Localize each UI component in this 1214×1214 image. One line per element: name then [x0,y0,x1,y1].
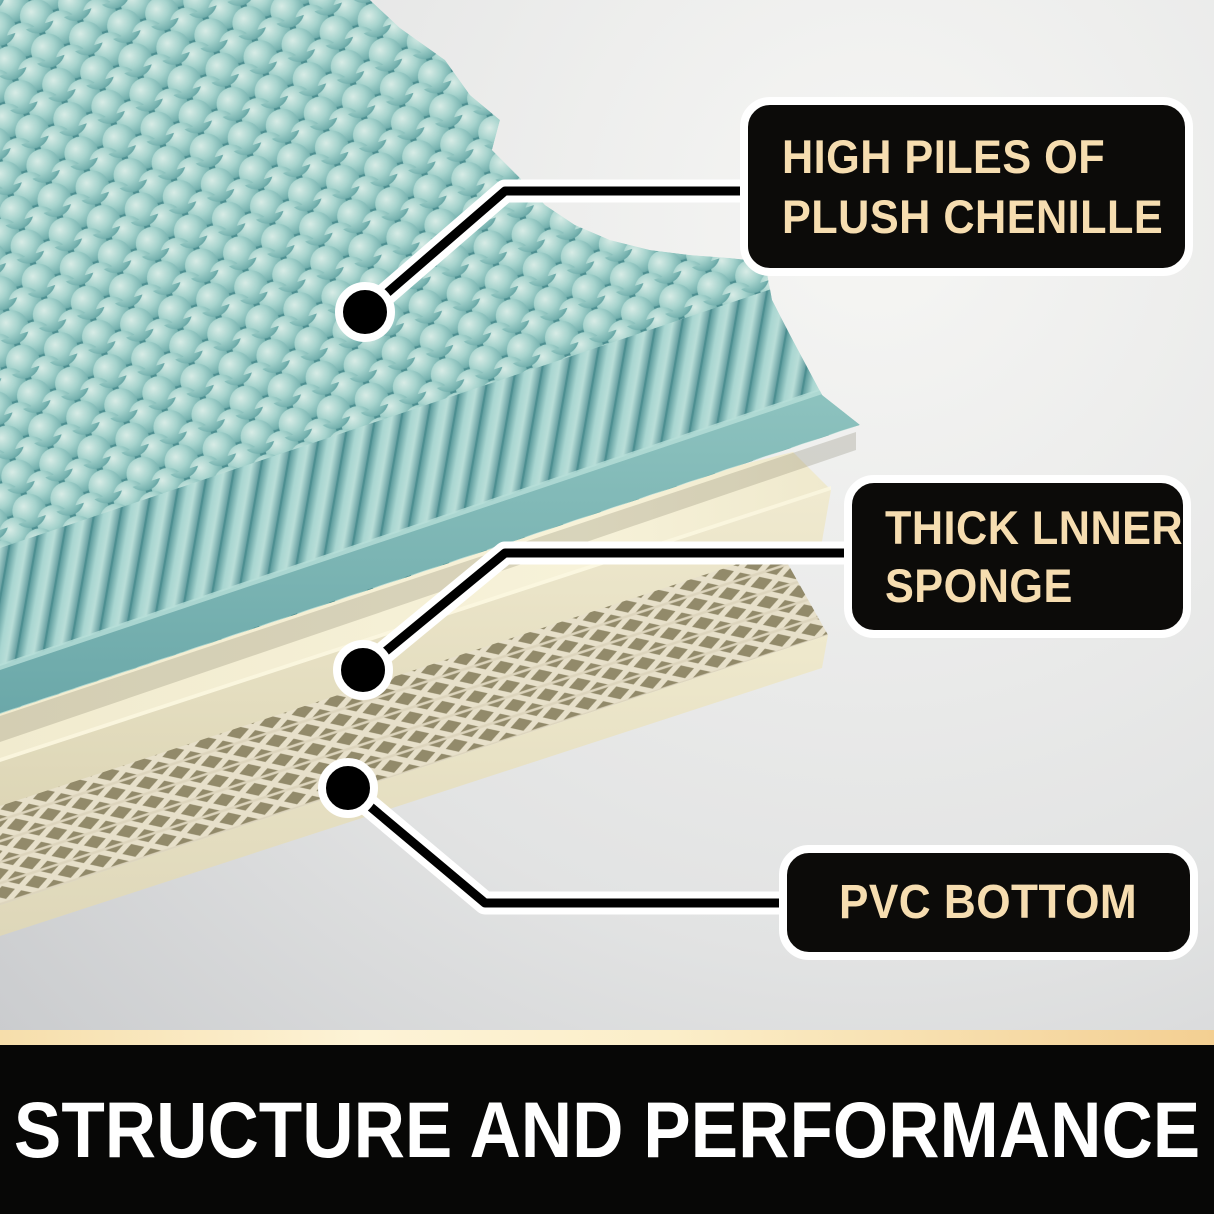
pvc-mesh-surface [0,550,828,905]
callout-sponge-label-line-1: THICK LNNER [885,500,1184,554]
connector-3-line [345,784,800,908]
chenille-hem-band [0,374,860,713]
connector-2-line [360,548,860,674]
chenille-pile-fringe [0,256,860,668]
callout-chenille: HIGH PILES OF PLUSH CHENILLE [740,97,1193,276]
connector-2-dot-icon [333,640,393,700]
callout-chenille-label-line-1: HIGH PILES OF [782,129,1106,183]
mat-shadow [0,432,856,742]
pvc-layer [0,550,828,936]
callout-pvc-label: PVC BOTTOM [839,875,1138,929]
callout-sponge: THICK LNNER SPONGE [844,475,1191,638]
title-banner: STRUCTURE AND PERFORMANCE [0,1045,1214,1214]
connector-1-line [362,186,760,316]
sponge-top-face [0,452,831,762]
chenille-hem-highlight [0,372,860,670]
accent-stripe [0,1030,1214,1045]
callout-chenille-label-line-2: PLUSH CHENILLE [782,189,1164,243]
callout-sponge-label-line-2: SPONGE [885,558,1073,612]
sponge-front-face [0,490,831,808]
chenille-mat-layer [0,0,860,714]
title-banner-text: STRUCTURE AND PERFORMANCE [13,1084,1201,1174]
connector-1-dot-icon [335,282,395,342]
callout-pvc: PVC BOTTOM [779,845,1198,960]
connectors [318,179,860,915]
connector-3-dot-icon [318,758,378,818]
pvc-front-face [0,635,828,936]
